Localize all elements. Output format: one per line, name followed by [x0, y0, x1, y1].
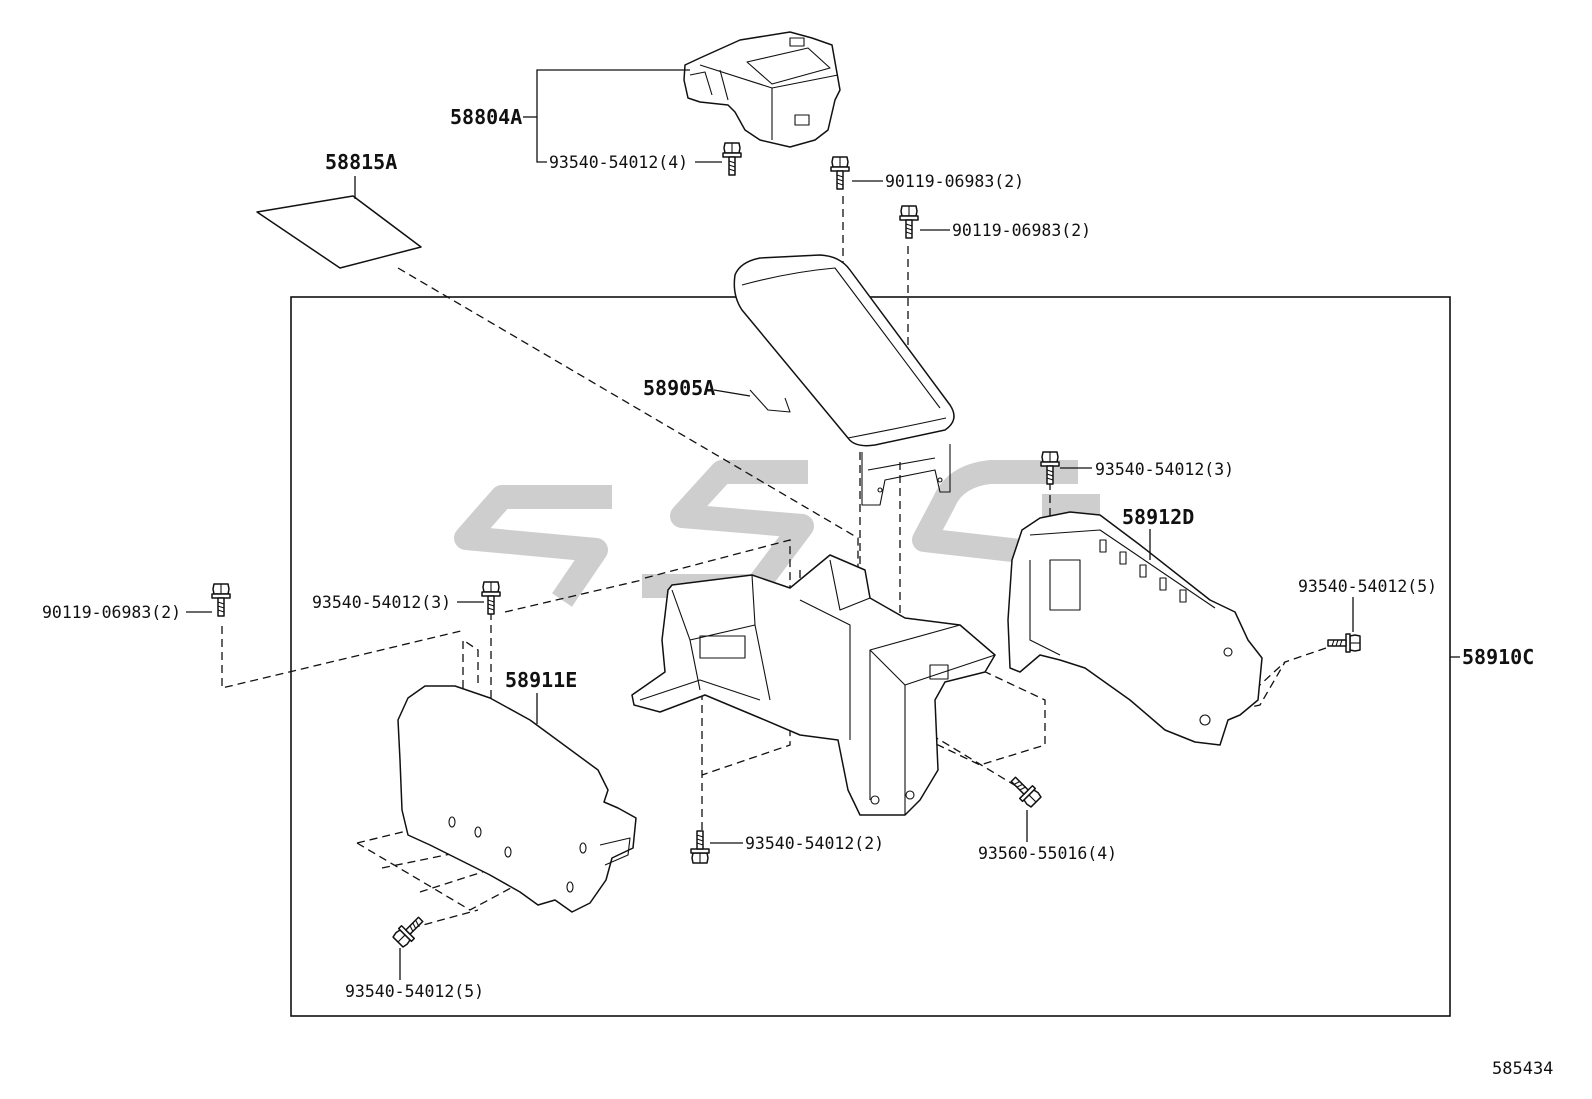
callout-pad-part: 58815A	[325, 150, 397, 174]
callout-right-panel-part: 58912D	[1122, 505, 1194, 529]
callout-left-panel-screw-bottom: 93540-54012(5)	[345, 982, 484, 1001]
watermark-logo	[454, 460, 1100, 607]
lid-part-drawing	[733, 254, 955, 506]
bolt-icon	[899, 205, 919, 239]
bolt-icon	[1006, 772, 1044, 810]
left-panel-drawing	[397, 685, 637, 913]
bolt-icon	[830, 156, 850, 190]
callout-left-screw-far: 90119-06983(2)	[42, 603, 181, 622]
callout-left-panel-part: 58911E	[505, 668, 577, 692]
callout-box-screw: 93540-54012(4)	[549, 153, 688, 172]
bolt-icon	[690, 830, 710, 864]
bolt-icon	[211, 583, 231, 617]
callout-console-assembly: 58910C	[1462, 645, 1534, 669]
right-panel-drawing	[1007, 511, 1263, 746]
box-part-drawing	[683, 31, 841, 148]
callout-right-panel-screw-top: 93540-54012(3)	[1095, 460, 1234, 479]
callout-lid-screw-a: 90119-06983(2)	[885, 172, 1024, 191]
bolt-icon	[1327, 633, 1361, 653]
pad-part-drawing	[256, 195, 422, 269]
callout-center-bolt: 93560-55016(4)	[978, 844, 1117, 863]
callout-left-panel-screw-top: 93540-54012(3)	[312, 593, 451, 612]
leader-lines	[186, 69, 1460, 980]
callout-lid-part: 58905A	[643, 376, 715, 400]
callout-box-part: 58804A	[450, 105, 522, 129]
figure-number: 585434	[1492, 1059, 1553, 1079]
bolt-icon	[722, 142, 742, 176]
console-body-drawing	[631, 554, 996, 816]
callout-lid-screw-b: 90119-06983(2)	[952, 221, 1091, 240]
callout-right-panel-screw-side: 93540-54012(5)	[1298, 577, 1437, 596]
bolt-icon	[481, 581, 501, 615]
callout-center-screw-bottom: 93540-54012(2)	[745, 834, 884, 853]
bolt-icon	[390, 912, 428, 950]
